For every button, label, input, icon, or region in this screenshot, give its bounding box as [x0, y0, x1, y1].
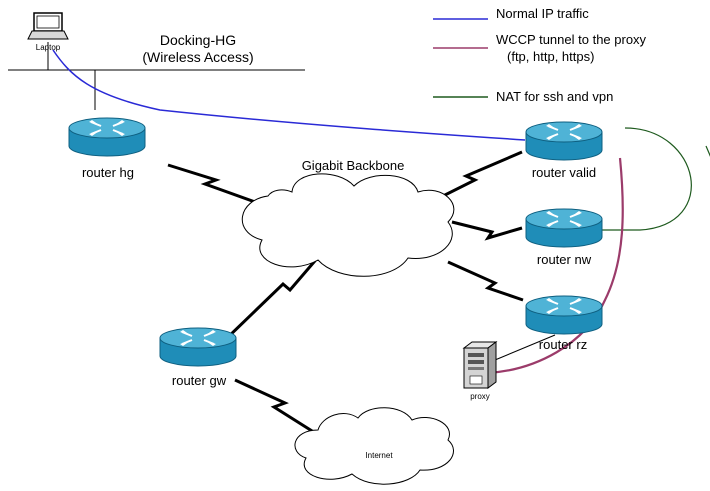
proxy-server-icon: [462, 341, 498, 389]
internet-cloud-icon: [294, 407, 454, 485]
normal-traffic-path: [52, 49, 526, 141]
router-nw-icon: [525, 208, 603, 248]
backbone-cloud-icon: [242, 173, 455, 277]
laptop-label: Laptop: [36, 43, 61, 52]
legend-nat-label: NAT for ssh and vpn: [496, 89, 613, 104]
router-rz-label: router rz: [539, 337, 587, 352]
router-hg-icon: [68, 117, 146, 157]
legend: Normal IP traffic WCCP tunnel to the pro…: [433, 6, 647, 104]
internet-label: Internet: [365, 451, 393, 460]
router-rz-icon: [525, 295, 603, 335]
backbone-label: Gigabit Backbone: [302, 158, 405, 173]
link-hg-backbone: [167, 163, 256, 204]
router-gw-icon: [159, 327, 237, 367]
legend-wccp-sublabel: (ftp, http, https): [507, 49, 594, 64]
router-gw-label: router gw: [172, 373, 227, 388]
nat-path: [600, 127, 692, 231]
link-backbone-nw: [451, 220, 523, 241]
access-title: Docking-HG: [160, 32, 236, 48]
laptop-icon: [27, 12, 69, 40]
router-valid-label: router valid: [532, 165, 596, 180]
proxy-label: proxy: [470, 392, 490, 401]
link-backbone-valid: [424, 150, 523, 207]
nat-arrowhead: [705, 145, 710, 157]
router-valid-icon: [525, 121, 603, 161]
link-backbone-rz: [447, 260, 524, 302]
link-backbone-gw: [223, 254, 322, 342]
proxy-link-line: [494, 334, 556, 361]
router-hg-label: router hg: [82, 165, 134, 180]
wccp-tunnel-path: [487, 157, 624, 375]
legend-normal-label: Normal IP traffic: [496, 6, 589, 21]
legend-wccp-label: WCCP tunnel to the proxy: [496, 32, 647, 47]
router-nw-label: router nw: [537, 252, 592, 267]
link-gw-internet: [234, 378, 321, 438]
access-subtitle: (Wireless Access): [142, 49, 253, 65]
